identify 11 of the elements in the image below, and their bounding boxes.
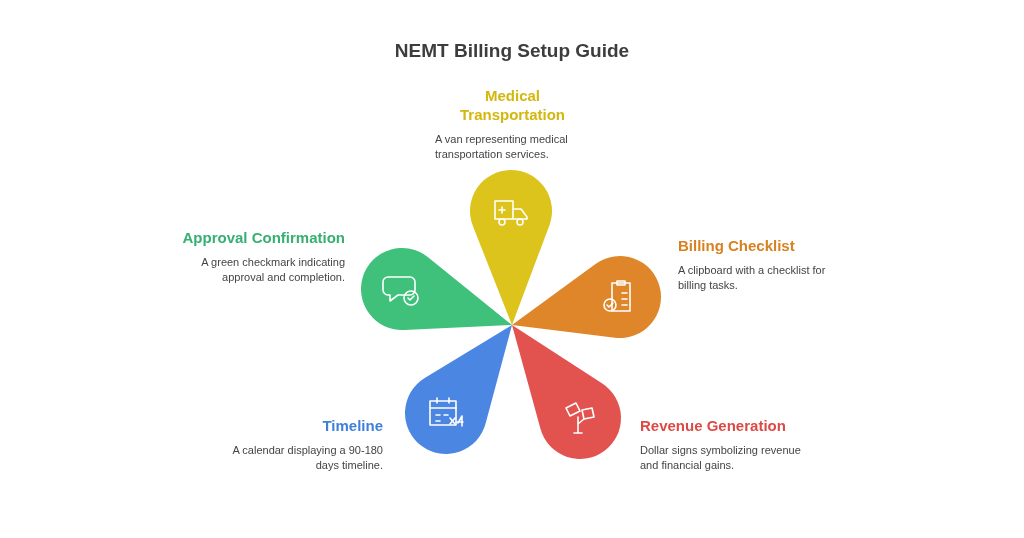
step-description: A clipboard with a checklist for billing tasks. (678, 263, 827, 293)
step-description: A calendar displaying a 90-180 days timeline. (231, 443, 383, 473)
step-heading: Billing Checklist (678, 236, 796, 255)
step-heading: Revenue Generation (640, 416, 787, 435)
diagram-title: NEMT Billing Setup Guide (393, 40, 631, 62)
step-heading: Timeline (321, 416, 383, 435)
step-description: Dollar signs symbolizing revenue and financial gains. (640, 443, 802, 473)
step-description: A van representing medical transportation services. (435, 132, 569, 162)
step-description: A green checkmark indicating approval and completion. (200, 255, 345, 285)
step-heading: Medical Transportation (459, 86, 566, 124)
step-heading: Approval Confirmation (181, 228, 345, 247)
